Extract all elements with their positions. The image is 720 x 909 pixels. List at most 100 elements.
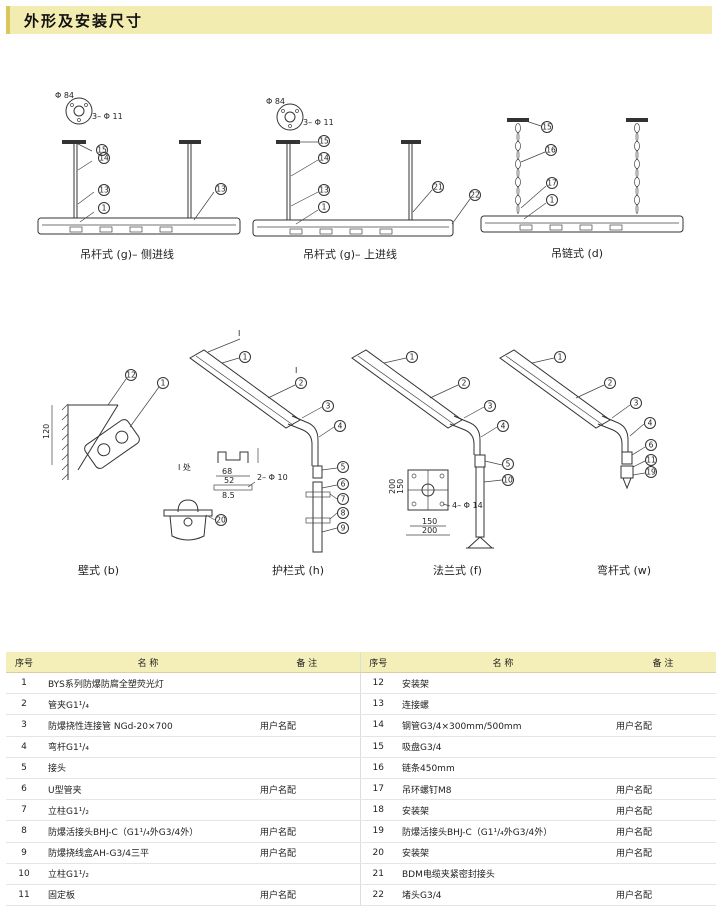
svg-text:1: 1	[410, 353, 415, 362]
figure-flange: 1 2 3 4 5 10 200 150 150 200 4– Φ 14 法兰式…	[351, 349, 514, 577]
cell-no: 1	[6, 672, 42, 695]
cell-note	[254, 863, 360, 885]
svg-text:19: 19	[646, 468, 656, 477]
cell-note	[254, 736, 360, 758]
cell-no: 22	[359, 884, 396, 907]
cell-name: U型管夹	[42, 778, 254, 801]
svg-text:4: 4	[338, 422, 343, 431]
cell-no: 18	[359, 799, 396, 822]
col-name: 名 称	[396, 652, 610, 673]
svg-text:3: 3	[326, 402, 331, 411]
cell-no: 10	[6, 863, 42, 885]
dim-3phi11-b: 3– Φ 11	[303, 118, 334, 127]
cell-note: 用户名配	[254, 884, 360, 907]
cell-name: 安装架	[396, 799, 610, 822]
cell-no: 20	[359, 842, 396, 864]
cell-name: 接头	[42, 757, 254, 779]
svg-text:1: 1	[102, 204, 107, 213]
cell-no: 13	[359, 693, 396, 716]
svg-text:17: 17	[547, 179, 557, 188]
svg-text:10: 10	[503, 476, 513, 485]
svg-text:2: 2	[462, 379, 467, 388]
dim-4phi14: 4– Φ 14	[452, 501, 483, 510]
cell-name: 吊环螺钉M8	[396, 778, 610, 801]
svg-text:16: 16	[546, 146, 556, 155]
caption-bent-pole: 弯杆式 (w)	[597, 563, 651, 577]
cell-no: 4	[6, 736, 42, 758]
cell-note: 用户名配	[610, 714, 716, 737]
cell-no: 21	[359, 863, 396, 885]
svg-text:1: 1	[161, 379, 166, 388]
dim-8-5: 8.5	[222, 491, 235, 500]
cell-no: 6	[6, 778, 42, 801]
svg-text:8: 8	[341, 509, 346, 518]
cell-no: 11	[6, 884, 42, 907]
svg-text:21: 21	[433, 183, 443, 192]
cell-name: 安装架	[396, 842, 610, 864]
col-name: 名 称	[42, 652, 254, 673]
svg-text:5: 5	[506, 460, 511, 469]
dim-phi84-b: Φ 84	[266, 97, 285, 106]
svg-text:3: 3	[488, 402, 493, 411]
cell-no: 9	[6, 842, 42, 864]
cell-no: 17	[359, 778, 396, 801]
caption-railing: 护栏式 (h)	[272, 563, 324, 577]
cell-no: 5	[6, 757, 42, 779]
dim-68: 68	[222, 467, 232, 476]
figure-pendant-top-entry: Φ 84 3– Φ 11 15 14 13 1 21 22 吊杆式 (g)– 上…	[252, 97, 481, 261]
cell-note: 用户名配	[610, 799, 716, 822]
cell-no: 7	[6, 799, 42, 822]
cell-name: 防爆挠线盒AH-G3/4三平	[42, 842, 254, 864]
dim-150-h: 150	[422, 517, 437, 526]
cell-note	[610, 757, 716, 779]
svg-text:6: 6	[649, 441, 654, 450]
cell-no: 2	[6, 693, 42, 716]
cell-name: 堵头G3/4	[396, 884, 610, 907]
cell-name: 连接螺	[396, 693, 610, 716]
svg-text:3: 3	[634, 399, 639, 408]
cell-name: 弯杆G1¹/₄	[42, 736, 254, 758]
svg-text:15: 15	[319, 137, 329, 146]
svg-text:13: 13	[216, 185, 226, 194]
cell-name: 防爆活接头BHJ-C（G1¹/₄外G3/4外）	[396, 820, 610, 843]
caption-flange: 法兰式 (f)	[433, 563, 482, 577]
svg-text:4: 4	[501, 422, 506, 431]
cell-no: 15	[359, 736, 396, 758]
svg-text:1: 1	[243, 353, 248, 362]
cell-note	[254, 672, 360, 695]
col-note: 备 注	[610, 652, 716, 673]
cell-name: 防爆挠性连接管 NGd-20×700	[42, 714, 254, 737]
svg-text:2: 2	[299, 379, 304, 388]
section-title: 外形及安装尺寸	[24, 12, 144, 30]
cell-no: 14	[359, 714, 396, 737]
cell-no: 19	[359, 820, 396, 843]
col-no: 序号	[359, 652, 396, 673]
svg-text:6: 6	[341, 480, 346, 489]
col-note: 备 注	[254, 652, 360, 673]
svg-text:12: 12	[126, 371, 136, 380]
dim-phi84: Φ 84	[55, 91, 74, 100]
svg-text:1: 1	[322, 203, 327, 212]
svg-text:13: 13	[99, 186, 109, 195]
cell-note	[254, 757, 360, 779]
svg-text:20: 20	[216, 516, 226, 525]
svg-text:5: 5	[341, 463, 346, 472]
svg-text:14: 14	[99, 154, 109, 163]
dim-200-h: 200	[422, 526, 437, 535]
section-header: 外形及安装尺寸	[6, 6, 712, 34]
cell-note: 用户名配	[254, 714, 360, 737]
figure-bent-pole: 1 2 3 4 6 11 19 弯杆式 (w)	[499, 349, 657, 577]
svg-text:15: 15	[97, 146, 107, 155]
svg-text:2: 2	[608, 379, 613, 388]
caption-chain: 吊链式 (d)	[551, 246, 603, 260]
installation-drawings: Φ 84 3– Φ 11 15 14 13 1 13 吊杆式 (g)– 侧进线 …	[37, 91, 684, 577]
